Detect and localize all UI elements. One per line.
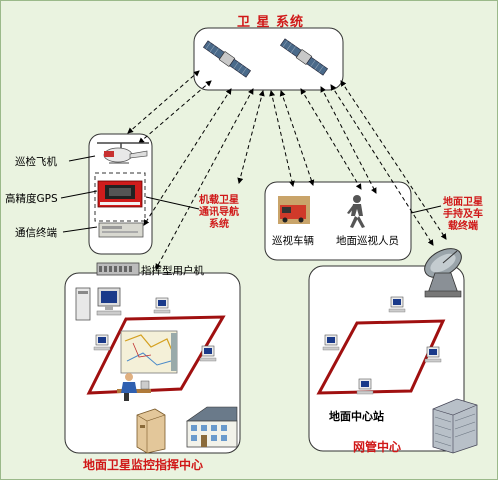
- helicopter-label: 巡检飞机: [15, 156, 57, 168]
- ground-patrol-label: 地面巡视人员: [336, 235, 399, 247]
- computer-icon: [153, 297, 171, 314]
- command-center-label: 地面卫星监控指挥中心: [83, 458, 204, 472]
- comm-terminal-label: 通信终端: [15, 227, 57, 239]
- label-connectors: [60, 155, 442, 233]
- satellite-system-box: [193, 27, 344, 91]
- computer-icon: [199, 345, 217, 362]
- workstation-icon: [75, 287, 122, 321]
- computer-icon: [322, 334, 340, 351]
- airborne-system-label: 机载卫星 通讯导航 系统: [199, 195, 239, 230]
- computer-icon: [424, 346, 442, 363]
- walking-person-icon: [347, 195, 365, 228]
- gps-receiver-icon: [97, 180, 143, 208]
- server-icon: [136, 408, 166, 454]
- tower-building-icon: [432, 398, 478, 454]
- satellite-icon: [202, 40, 252, 78]
- satellite-system-title: 卫 星 系统: [237, 15, 305, 30]
- center-station-network-line: [316, 319, 446, 395]
- command-network-line: [86, 315, 226, 395]
- map-icon: [120, 330, 178, 374]
- network-center-label: 网管中心: [353, 440, 402, 454]
- operator-icon: [117, 373, 151, 401]
- rack-device-icon: [96, 262, 140, 276]
- command-user-label: 指挥型用户机: [141, 265, 204, 277]
- computer-icon: [356, 378, 374, 395]
- gps-label: 高精度GPS: [5, 193, 58, 205]
- center-station-label: 地面中心站: [329, 410, 384, 423]
- network-center-box: [308, 265, 465, 452]
- patrol-vehicle-label: 巡视车辆: [272, 235, 314, 247]
- patrol-vehicle-icon: [278, 196, 310, 224]
- helicopter-icon: [97, 142, 149, 164]
- satellite-links: [127, 70, 447, 270]
- building-icon: [186, 406, 238, 448]
- computer-icon: [388, 296, 406, 313]
- computer-icon: [93, 334, 111, 351]
- satellite-dish-icon: [424, 248, 462, 298]
- ground-handheld-label: 地面卫星 手持及车 载终端: [443, 197, 483, 232]
- satellite-icon: [279, 38, 329, 76]
- comm-terminal-icon: [98, 222, 144, 238]
